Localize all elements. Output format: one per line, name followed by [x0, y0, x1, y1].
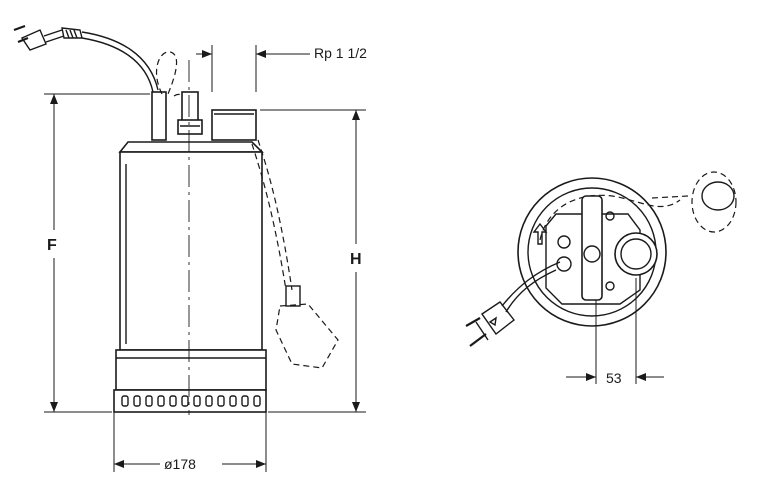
- power-cable: [81, 31, 159, 91]
- carry-handle: [581, 195, 603, 301]
- height-F-label: F: [47, 237, 57, 254]
- cable-gland: [151, 91, 167, 141]
- discharge-outlet: [211, 109, 257, 141]
- float-switch-alt-position: [156, 51, 178, 95]
- dimension-H: H: [260, 109, 366, 413]
- motor-top-cover: [118, 141, 264, 153]
- height-H-label: H: [350, 251, 362, 268]
- dimension-diameter: ø178: [113, 412, 267, 472]
- float-switch: [275, 303, 339, 369]
- inlet-strainer: [113, 389, 267, 413]
- vent-stem: [181, 91, 199, 123]
- float-switch-top: [691, 171, 737, 233]
- motor-housing: [119, 151, 263, 351]
- pump-lower-ring: [115, 349, 267, 391]
- pump-side-view: [13, 24, 339, 415]
- float-switch-cable: [257, 139, 293, 291]
- dimension-F: F: [44, 93, 150, 413]
- inlet-slots: [121, 395, 261, 407]
- dimension-outlet: Rp 1 1/2: [196, 45, 367, 92]
- pump-top-view: [465, 171, 737, 347]
- diameter-label: ø178: [164, 456, 196, 472]
- offset-label: 53: [606, 370, 622, 386]
- dimension-offset: 53: [566, 278, 664, 386]
- power-cable-top: [501, 261, 561, 307]
- outlet-thread-label: Rp 1 1/2: [314, 45, 367, 61]
- power-plug-icon: [13, 24, 83, 51]
- power-plug-top-icon: [465, 301, 515, 347]
